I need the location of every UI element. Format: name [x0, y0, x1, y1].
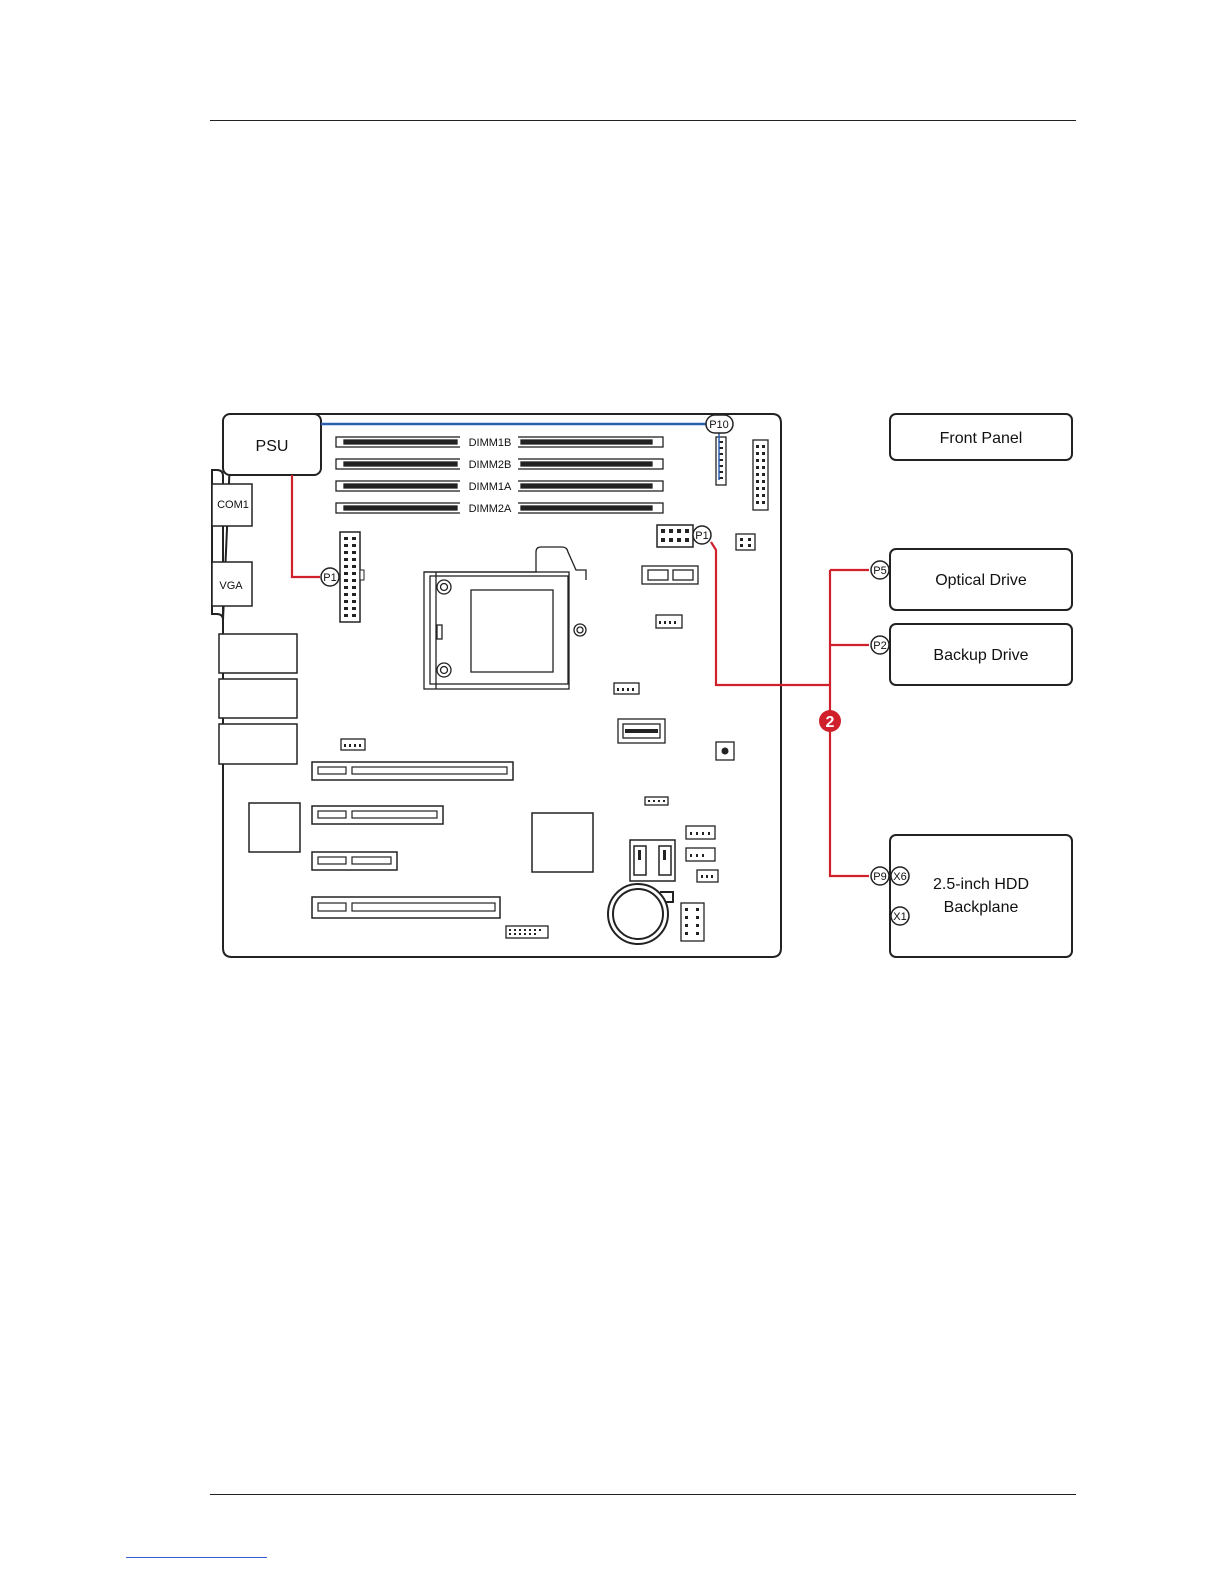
usb-lan-port-1 [219, 634, 297, 673]
optical-drive-box: Optical Drive [890, 549, 1072, 610]
dimm-label-2: DIMM2B [469, 459, 512, 471]
cpu-socket [424, 547, 586, 689]
chip-left [249, 803, 300, 852]
cmos-battery [608, 884, 673, 944]
connector-x6: X6 [891, 867, 909, 885]
connector-p2: P2 [871, 636, 889, 654]
p1-aux-label: P1 [695, 530, 708, 542]
pcie-slots [312, 762, 513, 918]
atx-power-connector [340, 532, 364, 622]
vga-port: VGA [212, 562, 252, 606]
com-label: COM1 [217, 499, 249, 511]
connector-p9: P9 [871, 867, 889, 885]
backup-drive-label: Backup Drive [933, 647, 1028, 664]
p9-label: P9 [873, 871, 886, 883]
p5-label: P5 [873, 565, 886, 577]
backup-drive-box: Backup Drive [890, 624, 1072, 685]
connector-p5: P5 [871, 561, 889, 579]
psu-label: PSU [256, 438, 289, 455]
front-panel-box: Front Panel [890, 414, 1072, 460]
connector-p10: P10 [706, 415, 733, 433]
x1-label: X1 [893, 911, 906, 923]
chip-pch [532, 813, 593, 872]
p1-atx-label: P1 [323, 572, 336, 584]
io-header [753, 440, 768, 510]
cable-callout-2: 2 [819, 710, 841, 732]
connector-x1: X1 [891, 907, 909, 925]
p10-label: P10 [709, 419, 729, 431]
usb-lan-port-2 [219, 679, 297, 718]
hdd-backplane-line2: Backplane [944, 899, 1019, 916]
dimm-label-4: DIMM2A [469, 503, 512, 515]
psu-block: PSU [223, 414, 321, 475]
connector-p1-aux: P1 [693, 526, 711, 544]
front-panel-label: Front Panel [940, 430, 1023, 447]
usb-lan-port-3 [219, 724, 297, 764]
optical-drive-label: Optical Drive [935, 572, 1027, 589]
hdd-backplane-line1: 2.5-inch HDD [933, 876, 1029, 893]
dimm-label-1: DIMM1B [469, 437, 512, 449]
aux-power-connector [657, 525, 693, 547]
x6-label: X6 [893, 871, 906, 883]
p2-label: P2 [873, 640, 886, 652]
vga-label: VGA [219, 580, 243, 592]
com-port: COM1 [212, 484, 252, 526]
dimm-label-3: DIMM1A [469, 481, 512, 493]
hdd-backplane-box: 2.5-inch HDD Backplane [890, 835, 1072, 957]
sata-ports [630, 840, 675, 881]
connector-p1-atx: P1 [321, 568, 339, 586]
jumper-block [736, 534, 755, 550]
callout-number: 2 [826, 714, 835, 731]
